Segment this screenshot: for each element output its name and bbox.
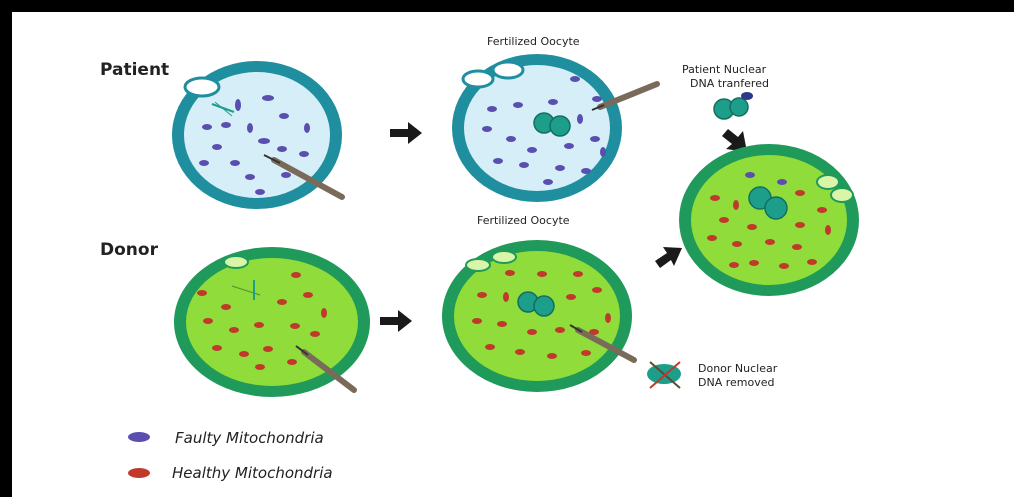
resulting-oocyte bbox=[679, 144, 859, 296]
patient-oocyte bbox=[172, 61, 342, 209]
donor-fertilized-oocyte bbox=[442, 240, 634, 392]
legend-label-faulty: Faulty Mitochondria bbox=[175, 429, 324, 447]
donor-nuclear-label-line1: Donor Nuclear bbox=[698, 362, 778, 375]
patient-nuclear-dna bbox=[714, 92, 753, 119]
donor-oocyte bbox=[174, 247, 370, 397]
legend: Faulty Mitochondria Healthy Mitochondria bbox=[128, 429, 333, 482]
legend-swatch-faulty bbox=[128, 432, 150, 442]
arrow-icon bbox=[390, 122, 422, 144]
arrow-icon bbox=[655, 247, 682, 268]
patient-fertilized-oocyte bbox=[452, 54, 657, 202]
patient-label: Patient bbox=[100, 60, 169, 80]
patient-nuclear-label-line2: DNA tranfered bbox=[690, 77, 769, 90]
legend-label-healthy: Healthy Mitochondria bbox=[172, 464, 333, 482]
patient-nuclear-label-line1: Patient Nuclear bbox=[682, 63, 767, 76]
donor-nuclear-dna-removed-icon bbox=[647, 362, 681, 388]
legend-swatch-healthy bbox=[128, 468, 150, 478]
diagram-canvas: Patient Donor bbox=[12, 12, 1014, 497]
fertilized-oocyte-top-label: Fertilized Oocyte bbox=[487, 35, 580, 48]
fertilized-oocyte-bottom-label: Fertilized Oocyte bbox=[477, 214, 570, 227]
donor-nuclear-label-line2: DNA removed bbox=[698, 376, 774, 389]
donor-label: Donor bbox=[100, 240, 159, 260]
arrow-icon bbox=[380, 310, 412, 332]
mitochondrial-transfer-diagram: Patient Donor bbox=[12, 12, 1014, 497]
